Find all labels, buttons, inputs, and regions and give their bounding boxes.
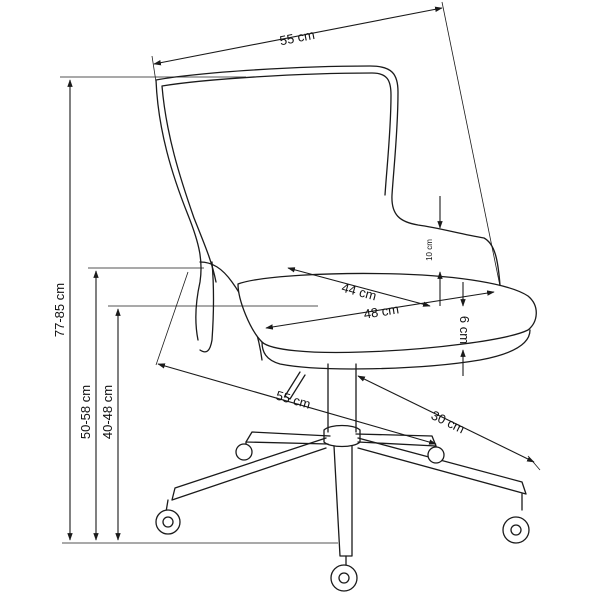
label-seat-width: 48 cm — [363, 301, 400, 321]
star-base — [171, 431, 527, 557]
castor-back-left — [235, 443, 253, 461]
castor-right — [502, 516, 530, 544]
base-leg-back-left — [245, 431, 331, 445]
label-armless-height: 50-58 cm — [78, 385, 93, 439]
castor-left — [155, 509, 181, 535]
dim-overall-width — [153, 6, 443, 66]
castor-front — [330, 564, 358, 592]
ext-base-left — [155, 271, 189, 366]
dim-gas-lift — [357, 375, 535, 463]
ext-gas-right — [527, 455, 541, 471]
label-seat-thickness: 6 cm — [457, 316, 472, 344]
chair-drawing — [155, 65, 537, 592]
castors — [155, 441, 530, 592]
label-overall-width: 55 cm — [278, 27, 316, 48]
base-leg-front — [333, 445, 353, 557]
backrest-inner — [161, 72, 392, 283]
base-leg-left — [171, 437, 327, 501]
ext-width-right — [441, 1, 501, 287]
dim-seat-width — [265, 290, 495, 330]
label-base-diameter: 55 cm — [274, 388, 312, 412]
castor-back-right — [427, 446, 445, 464]
gas-lift-column — [327, 363, 357, 433]
backrest-shell — [155, 65, 501, 341]
label-backrest-gap: 10 cm — [425, 239, 434, 261]
label-gas-lift: 30 cm — [429, 407, 467, 436]
base-leg-right — [357, 437, 527, 495]
label-seat-height: 40-48 cm — [100, 385, 115, 439]
label-total-height: 77-85 cm — [52, 283, 67, 337]
ext-width-left — [151, 55, 157, 83]
dimension-lines — [60, 1, 541, 544]
dimension-labels: 55 cm 77-85 cm 50-58 cm 40-48 cm 44 cm 4… — [52, 27, 472, 439]
